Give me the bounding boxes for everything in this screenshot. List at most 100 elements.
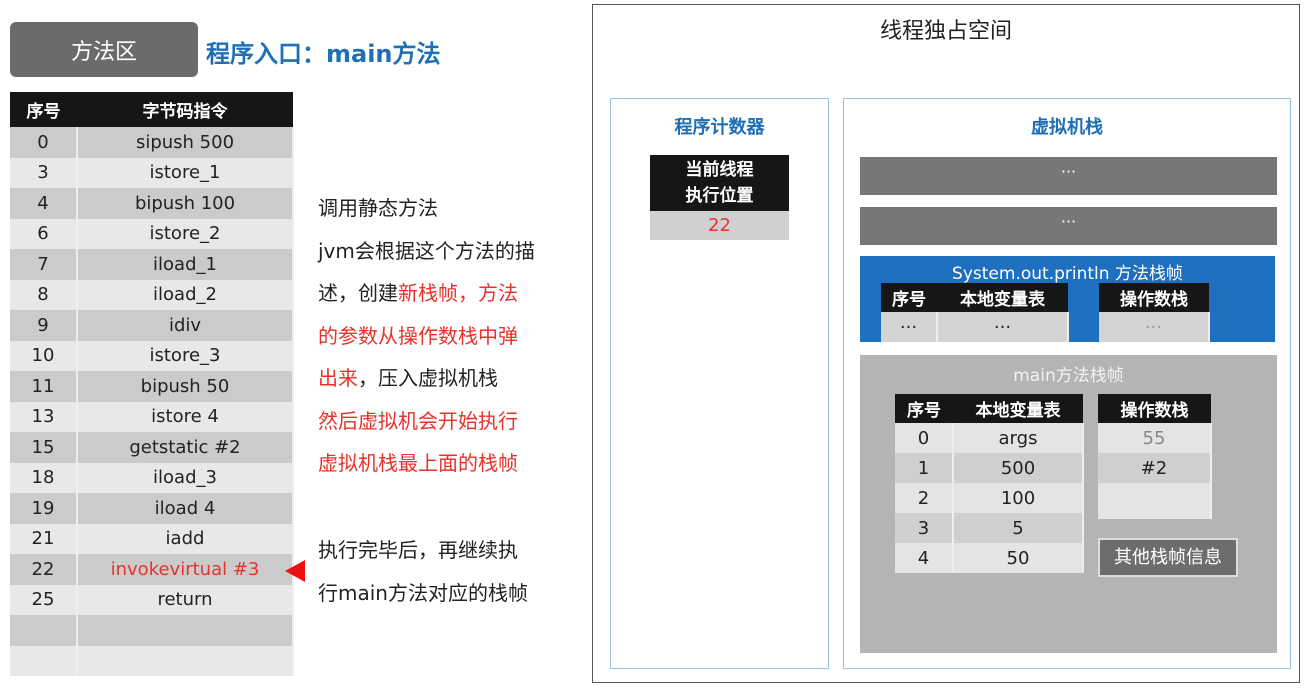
note-line: 执行完毕后，再继续执 — [318, 538, 518, 562]
local-var-value: 5 — [953, 513, 1084, 543]
instruction-cell: getstatic #2 — [77, 432, 294, 463]
instruction-cell: invokevirtual #3 — [77, 554, 294, 585]
index-cell: 6 — [10, 218, 78, 249]
instruction-cell: iload 4 — [77, 493, 294, 524]
thread-title: 线程独占空间 — [879, 19, 1012, 44]
println-frame-title: System.out.println 方法栈帧 — [952, 264, 1183, 284]
instruction-cell: bipush 50 — [77, 371, 294, 402]
index-cell: 10 — [10, 340, 78, 371]
local-var-value: args — [953, 423, 1084, 453]
pc-register-panel: 程序计数器 当前线程执行位置 22 — [610, 98, 829, 669]
instruction-cell: bipush 100 — [77, 188, 294, 219]
operand-stack-slot: #2 — [1098, 453, 1212, 483]
local-var-index: 3 — [895, 513, 954, 543]
index-cell — [10, 645, 78, 676]
note-line: jvm会根据这个方法的描 — [318, 238, 535, 263]
current-instruction-arrow-icon — [285, 560, 305, 582]
note-line: 出来，压入虚拟机栈 — [318, 366, 498, 390]
local-var-value: 50 — [953, 543, 1084, 573]
instruction-cell: iload_1 — [77, 249, 294, 280]
instruction-cell: iload_3 — [77, 462, 294, 493]
operand-stack-slot — [1098, 483, 1212, 519]
note-line: 行main方法对应的栈帧 — [318, 580, 528, 605]
note-line: 调用静态方法 — [318, 196, 438, 220]
instruction-cell: istore_1 — [77, 157, 294, 188]
note-line: 虚拟机栈最上面的栈帧 — [318, 451, 518, 475]
index-cell: 8 — [10, 279, 78, 310]
index-cell: 13 — [10, 401, 78, 432]
local-var-value: 500 — [953, 453, 1084, 483]
index-cell: 7 — [10, 249, 78, 280]
instruction-cell: return — [77, 584, 294, 615]
instruction-cell — [77, 615, 294, 646]
index-cell: 4 — [10, 188, 78, 219]
index-cell: 0 — [10, 127, 78, 158]
instruction-cell: istore_3 — [77, 340, 294, 371]
instruction-cell — [77, 645, 294, 676]
bytecode-row — [10, 645, 294, 676]
index-cell: 22 — [10, 554, 78, 585]
main-frame-title: main方法栈帧 — [1013, 366, 1124, 386]
instruction-cell: istore_2 — [77, 218, 294, 249]
index-cell: 3 — [10, 157, 78, 188]
vm-stack-panel: 虚拟机栈 ··· ··· System.out.println 方法栈帧 序号本… — [843, 98, 1291, 669]
method-area-label: 方法区 — [10, 22, 198, 77]
index-cell: 25 — [10, 584, 78, 615]
pc-value: 22 — [650, 211, 789, 240]
note-line: 的参数从操作数栈中弹 — [318, 323, 518, 348]
local-var-index: 0 — [895, 423, 954, 453]
instruction-cell: istore 4 — [77, 401, 294, 432]
col-header-index: 序号 — [10, 92, 77, 127]
stack-frame-bar: ··· — [860, 157, 1277, 195]
pc-label: 当前线程执行位置 — [650, 155, 789, 211]
println-frame: System.out.println 方法栈帧 序号本地变量表 ······ 操… — [860, 256, 1275, 342]
entry-title: 程序入口：main方法 — [206, 40, 441, 68]
index-cell: 21 — [10, 523, 78, 554]
index-cell: 11 — [10, 371, 78, 402]
bytecode-row — [10, 615, 294, 646]
local-var-index: 4 — [895, 543, 954, 573]
thread-space: 线程独占空间 程序计数器 当前线程执行位置 22 虚拟机栈 ··· ··· Sy… — [592, 4, 1300, 683]
println-locals-table: 序号本地变量表 ······ — [881, 283, 1069, 342]
instruction-cell: iadd — [77, 523, 294, 554]
index-cell: 18 — [10, 462, 78, 493]
println-operand-stack: 操作数栈 ··· — [1099, 283, 1210, 342]
instruction-cell: iload_2 — [77, 279, 294, 310]
instruction-cell: sipush 500 — [77, 127, 294, 158]
local-var-index: 2 — [895, 483, 954, 513]
local-var-value: 100 — [953, 483, 1084, 513]
instruction-cell: idiv — [77, 310, 294, 341]
operand-stack-slot: 55 — [1098, 423, 1212, 453]
col-header-instruction: 字节码指令 — [77, 92, 293, 127]
stack-frame-bar: ··· — [860, 207, 1277, 245]
main-operand-stack: 操作数栈 55#2 — [1098, 394, 1212, 519]
index-cell: 9 — [10, 310, 78, 341]
note-block-1: 调用静态方法 jvm会根据这个方法的描 述，创建新栈帧，方法 的参数从操作数栈中… — [318, 187, 535, 485]
index-cell: 19 — [10, 493, 78, 524]
index-cell — [10, 615, 78, 646]
note-block-2: 执行完毕后，再继续执 行main方法对应的栈帧 — [318, 529, 528, 614]
index-cell: 15 — [10, 432, 78, 463]
other-frame-info: 其他栈帧信息 — [1098, 538, 1238, 577]
local-var-index: 1 — [895, 453, 954, 483]
